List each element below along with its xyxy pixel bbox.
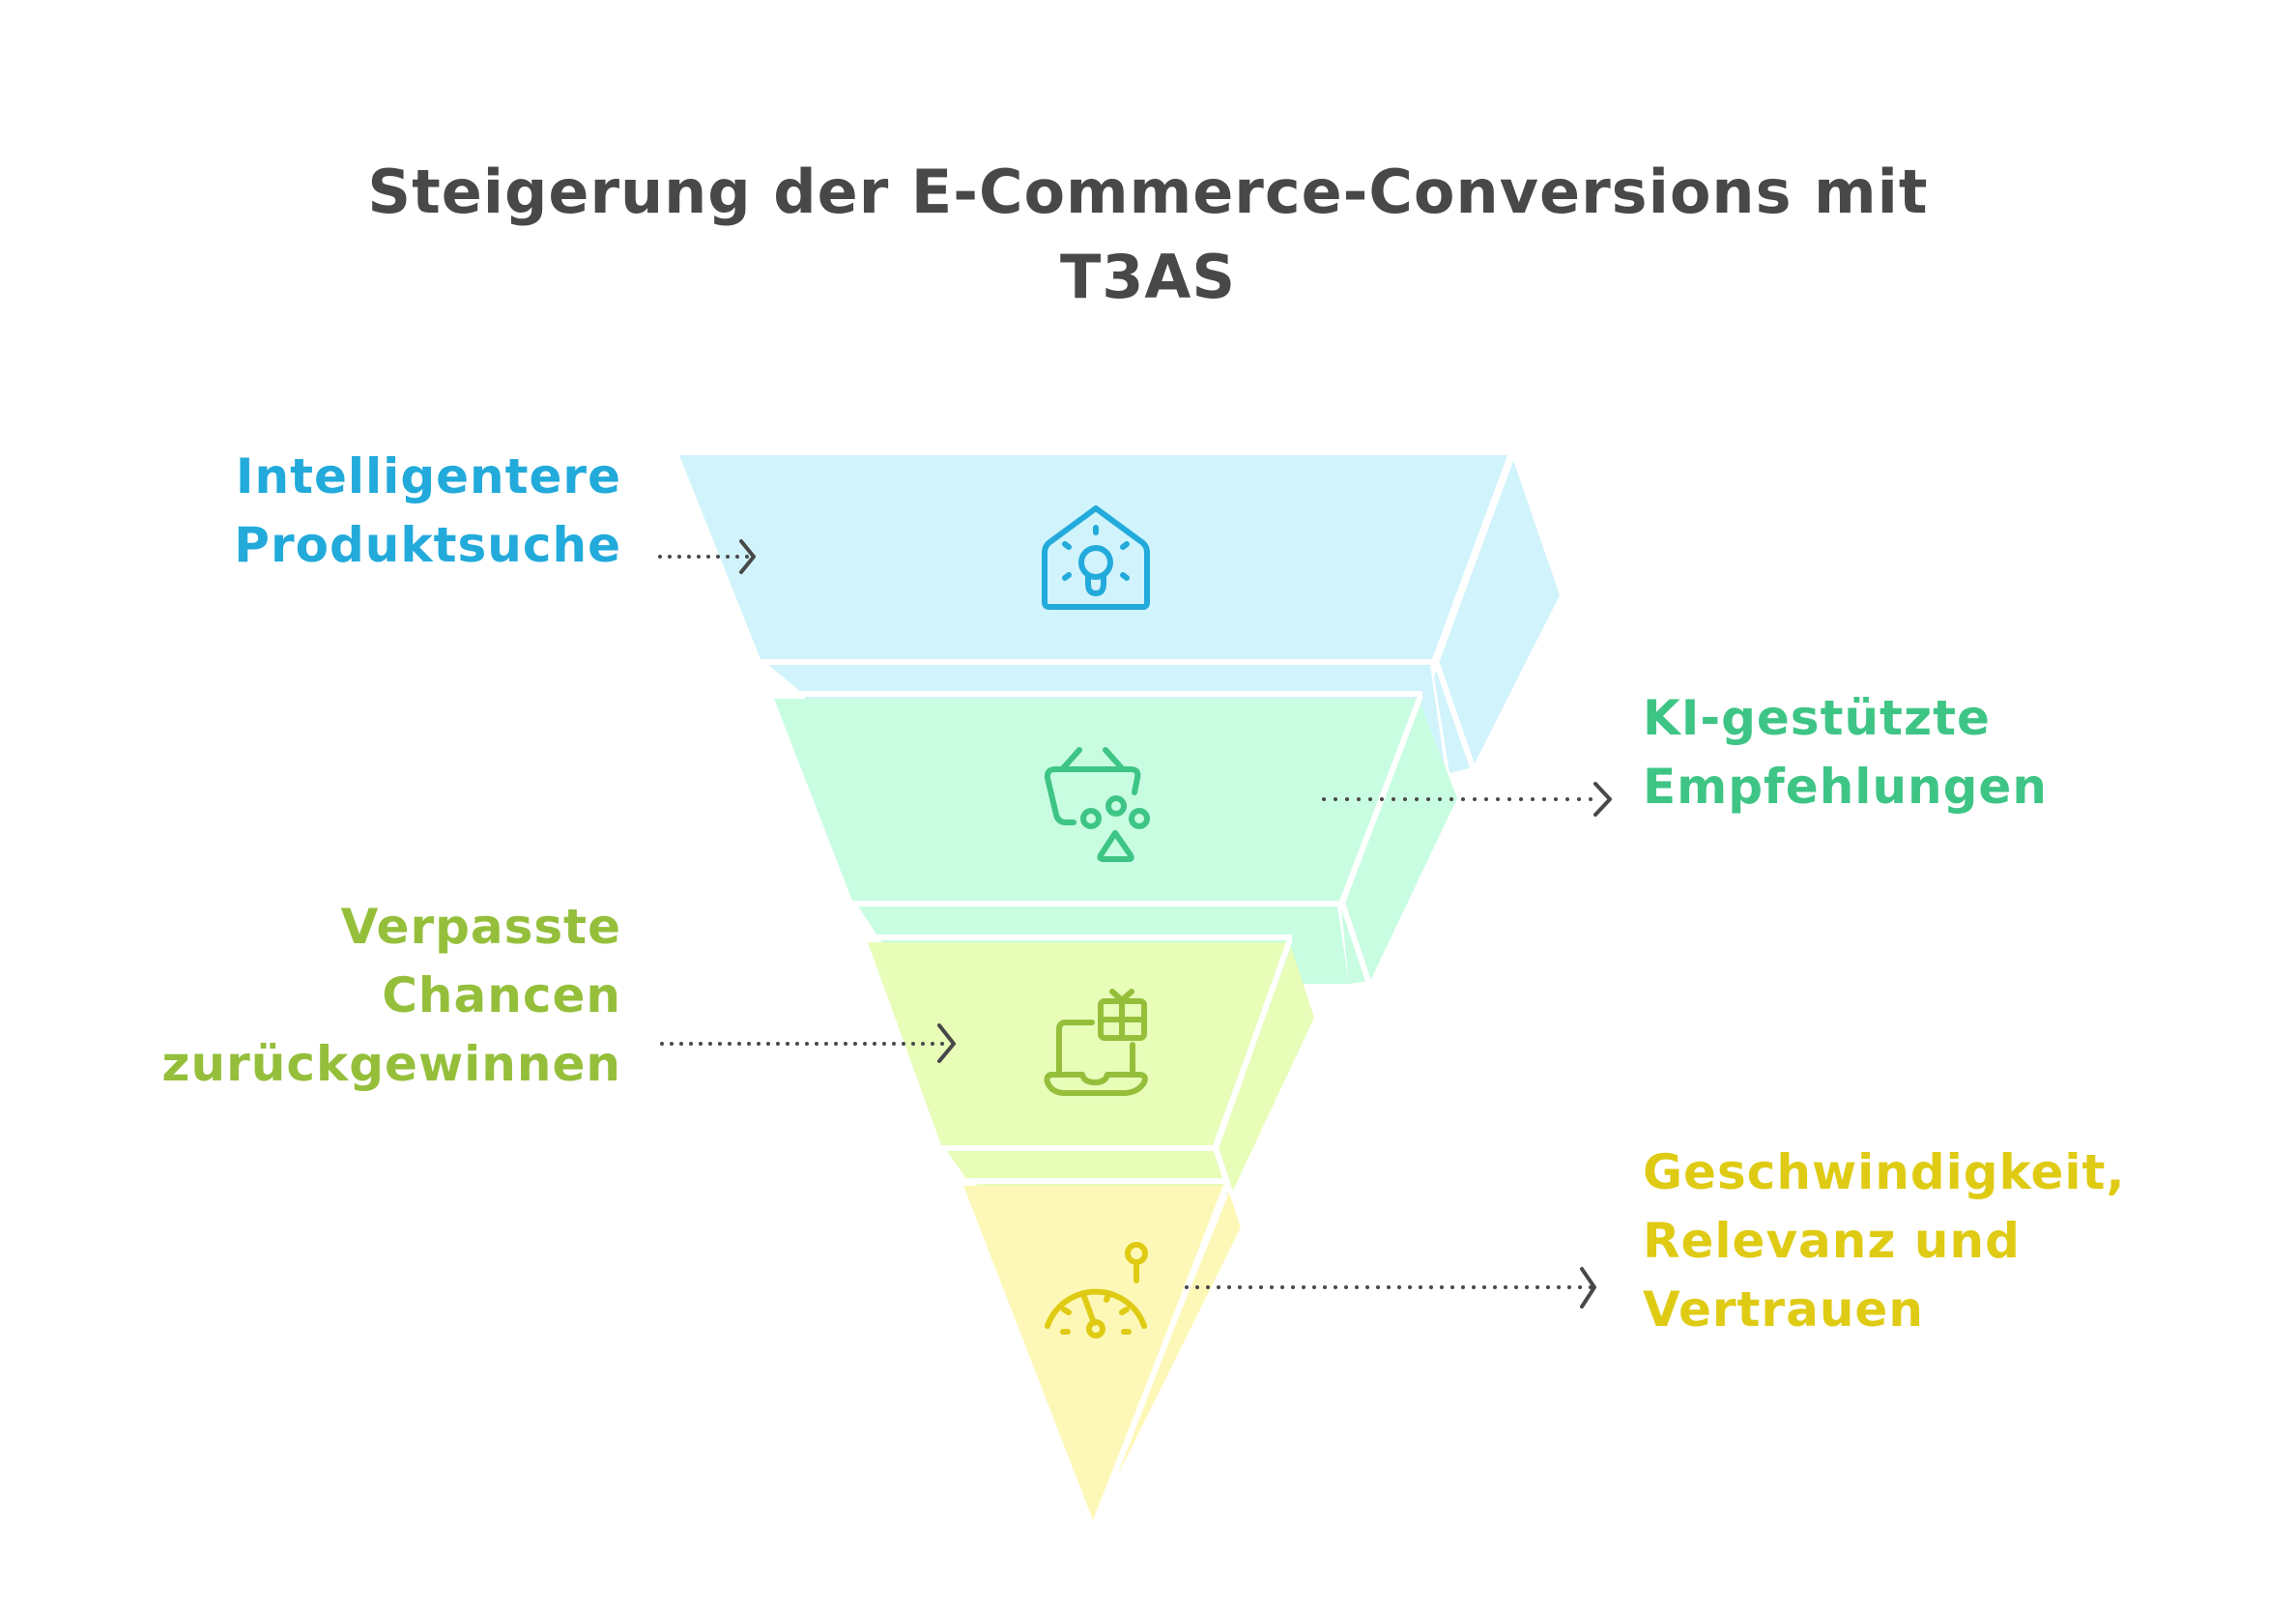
stage-1-label: Intelligentere Produktsuche xyxy=(234,443,621,580)
stage-4-side-face xyxy=(1119,1193,1241,1473)
stage-1-side-face xyxy=(1434,460,1560,773)
stage-3-label-line-1: Verpasste xyxy=(340,899,621,955)
stage-3-bottom-strip xyxy=(947,1151,1227,1195)
connector-arrow-4 xyxy=(1185,1267,1596,1309)
diagram-title: Steigerung der E-Commerce-Conversions mi… xyxy=(0,150,2296,320)
title-line-1: Steigerung der E-Commerce-Conversions mi… xyxy=(367,157,1929,227)
stage-4-front-face xyxy=(963,1186,1224,1520)
stage-3-label-line-2: Chancen xyxy=(382,967,621,1023)
shopping-basket-shapes-icon xyxy=(1044,747,1150,862)
stage-3-front-face xyxy=(868,942,1287,1145)
stage-1-label-line-2: Produktsuche xyxy=(234,517,621,573)
stage-2-side-face xyxy=(1341,704,1457,984)
funnel-stage-4 xyxy=(957,1178,1241,1520)
stage-2-label-line-1: KI-gestützte xyxy=(1643,690,1991,746)
connector-arrow-2 xyxy=(1322,782,1612,817)
stage-3-label: Verpasste Chancen zurückgewinnen xyxy=(161,893,621,1099)
stage-4-label-line-3: Vertrauen xyxy=(1643,1281,1924,1338)
stage-2-label: KI-gestützte Empfehlungen xyxy=(1643,684,2048,821)
stage-1-front-face xyxy=(679,455,1507,659)
title-line-2: T3AS xyxy=(1059,242,1237,312)
stage-4-label: Geschwindigkeit, Relevanz und Vertrauen xyxy=(1643,1138,2125,1344)
connector-arrow-1 xyxy=(658,539,756,574)
funnel-stage-3 xyxy=(860,935,1314,1195)
stage-2-front-face xyxy=(774,699,1418,901)
stage-4-label-line-1: Geschwindigkeit, xyxy=(1643,1144,2126,1200)
stage-4-label-line-2: Relevanz und xyxy=(1643,1213,2021,1269)
stage-2-label-line-2: Empfehlungen xyxy=(1643,759,2048,815)
stage-3-side-face xyxy=(1216,947,1314,1195)
connector-arrow-3 xyxy=(660,1023,956,1063)
stage-3-label-line-3: zurückgewinnen xyxy=(161,1036,621,1092)
speedometer-icon xyxy=(1045,1242,1148,1339)
laptop-gift-icon xyxy=(1044,989,1148,1096)
stage-1-label-line-1: Intelligentere xyxy=(235,448,621,504)
house-lightbulb-icon xyxy=(1042,505,1150,610)
